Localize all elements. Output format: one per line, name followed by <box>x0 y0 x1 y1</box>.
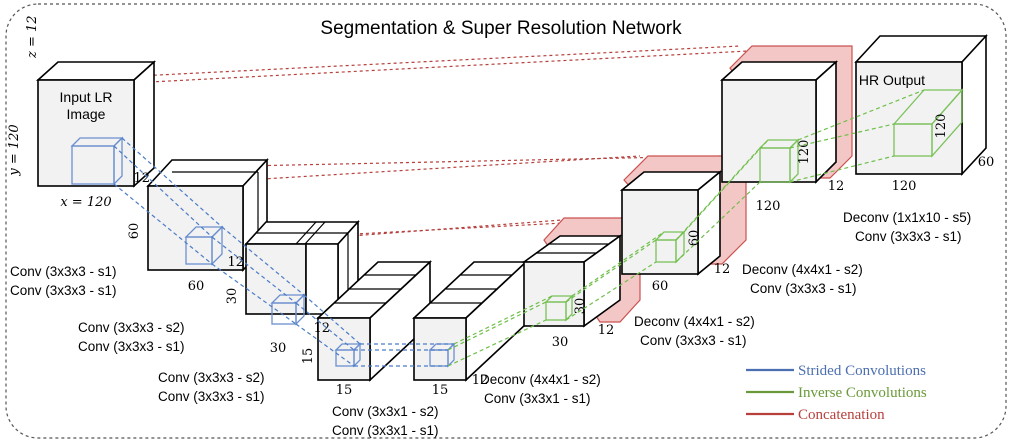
block7-width: 120 <box>756 199 781 214</box>
input-x-dim: x = 120 <box>60 195 111 210</box>
op4-line2: Conv (3x3x1 - s1) <box>332 423 439 438</box>
op6-line1: Deconv (4x4x1 - s2) <box>634 314 755 329</box>
legend-concat-label: Concatenation <box>798 407 885 423</box>
block6-width: 60 <box>652 279 669 294</box>
block3-height: 15 <box>301 348 316 365</box>
legend-strided-label: Strided Convolutions <box>798 363 926 379</box>
block1-height: 60 <box>127 223 142 240</box>
block5-width: 30 <box>552 335 569 350</box>
block4-width: 15 <box>432 383 449 398</box>
hr-output-height: 120 <box>934 114 949 139</box>
op6-line2: Conv (3x3x3 - s1) <box>640 333 747 348</box>
input-z-dim: z = 12 <box>25 15 40 59</box>
block1-depth: 12 <box>133 171 150 186</box>
input-box-label-line1: Input LR <box>60 89 113 105</box>
block2-depth: 12 <box>227 255 244 270</box>
op5-line1: Deconv (4x4x1 - s2) <box>480 372 601 387</box>
op5-line2: Conv (3x3x1 - s1) <box>484 391 591 406</box>
op3-line1: Conv (3x3x3 - s2) <box>158 370 265 385</box>
op2-line1: Conv (3x3x3 - s2) <box>78 320 185 335</box>
block4-depth: 12 <box>472 373 489 388</box>
hr-output-width: 120 <box>892 179 917 194</box>
op1-line2: Conv (3x3x3 - s1) <box>10 283 117 298</box>
hr-output-depth: 60 <box>978 155 995 170</box>
diagram-title: Segmentation & Super Resolution Network <box>320 18 682 39</box>
hr-output-label: HR Output <box>859 72 925 88</box>
input-lr-cube: Input LR Image <box>35 60 157 188</box>
op2-line2: Conv (3x3x3 - s1) <box>78 339 185 354</box>
block5-height-inner: 30 <box>573 298 588 315</box>
input-box-label-line2: Image <box>67 106 106 122</box>
block3-width: 15 <box>336 383 353 398</box>
strided-convolution-lines <box>113 137 454 367</box>
op8-line1: Deconv (1x1x10 - s5) <box>843 210 971 225</box>
block7-height-inner: 120 <box>797 140 812 165</box>
op8-line2: Conv (3x3x3 - s1) <box>855 229 962 244</box>
block7-depth: 12 <box>828 179 845 194</box>
block2-height: 30 <box>225 288 240 305</box>
block3-depth: 12 <box>313 321 330 336</box>
hr-output-cube: HR Output 120 <box>854 33 988 177</box>
legend: Strided Convolutions Inverse Convolution… <box>746 363 927 423</box>
diagram-frame <box>5 3 1007 439</box>
decoder-block-60: 60 <box>619 170 723 276</box>
op3-line2: Conv (3x3x3 - s1) <box>158 389 265 404</box>
legend-inverse-label: Inverse Convolutions <box>798 385 927 401</box>
block6-height-inner: 60 <box>687 230 702 247</box>
op7-line1: Deconv (4x4x1 - s2) <box>742 262 863 277</box>
block2-width: 30 <box>270 341 287 356</box>
block6-depth: 12 <box>714 262 731 277</box>
input-y-dim: y = 120 <box>7 124 22 176</box>
op7-line2: Conv (3x3x3 - s1) <box>750 281 857 296</box>
op1-line1: Conv (3x3x3 - s1) <box>10 264 117 279</box>
decoder-block-120: 120 <box>719 60 839 184</box>
block5-depth: 12 <box>598 323 615 338</box>
op4-line1: Conv (3x3x1 - s2) <box>332 404 439 419</box>
inverse-convolution-lines <box>447 89 925 367</box>
block1-width: 60 <box>188 279 205 294</box>
